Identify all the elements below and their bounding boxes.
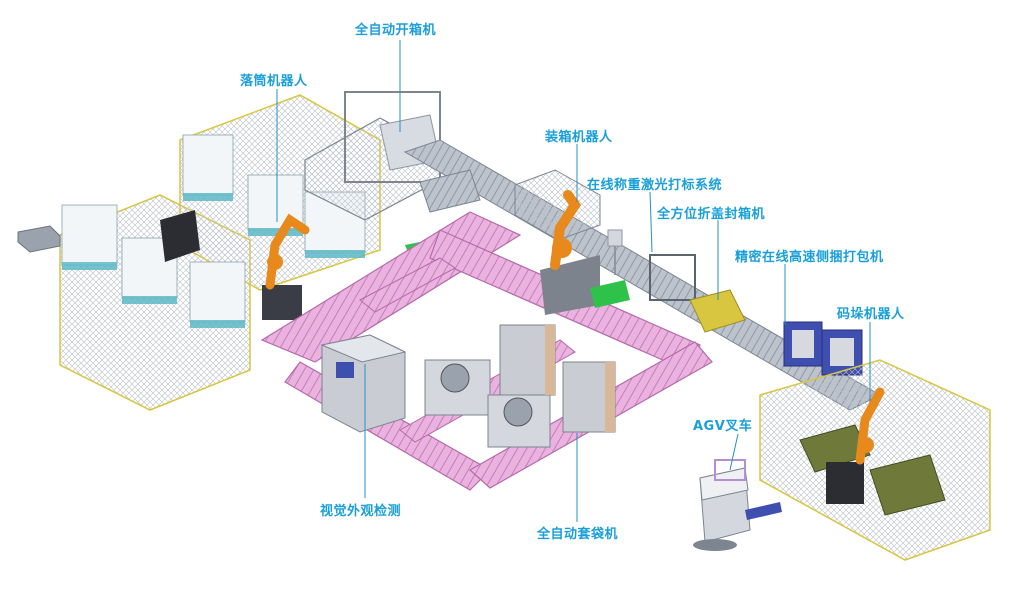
doffing-robot — [262, 213, 310, 320]
label-auto-case-erector: 全自动开箱机 — [355, 23, 437, 38]
leader-lines — [276, 40, 871, 522]
label-agv-forklift: AGV叉车 — [693, 419, 753, 434]
palletizing-area — [759, 359, 991, 561]
agv-forklift — [693, 459, 782, 551]
doffing-area — [17, 94, 448, 411]
label-side-strapping: 精密在线高速侧捆打包机 — [735, 250, 884, 265]
label-doffing-robot: 落筒机器人 — [240, 74, 308, 89]
label-weighing-laser-marking: 在线称重激光打标系统 — [587, 178, 723, 193]
yarn-creels — [61, 134, 366, 323]
weighing-marking-station — [607, 229, 623, 275]
label-case-sealer: 全方位折盖封箱机 — [657, 207, 766, 222]
case-sealer — [649, 254, 746, 333]
vision-inspection — [320, 334, 407, 433]
creel-bases — [62, 193, 365, 328]
case-packing-robot-station — [514, 169, 630, 315]
dark-cabinet — [160, 210, 200, 262]
label-case-packing-robot: 装箱机器人 — [545, 130, 613, 145]
bagging-machines — [424, 324, 616, 448]
label-vision-inspection: 视觉外观检测 — [320, 504, 402, 519]
label-auto-bagging: 全自动套袋机 — [537, 527, 619, 542]
case-erector — [304, 91, 441, 221]
spool-agv — [17, 225, 61, 253]
label-palletizing-robot: 码垛机器人 — [837, 307, 905, 322]
